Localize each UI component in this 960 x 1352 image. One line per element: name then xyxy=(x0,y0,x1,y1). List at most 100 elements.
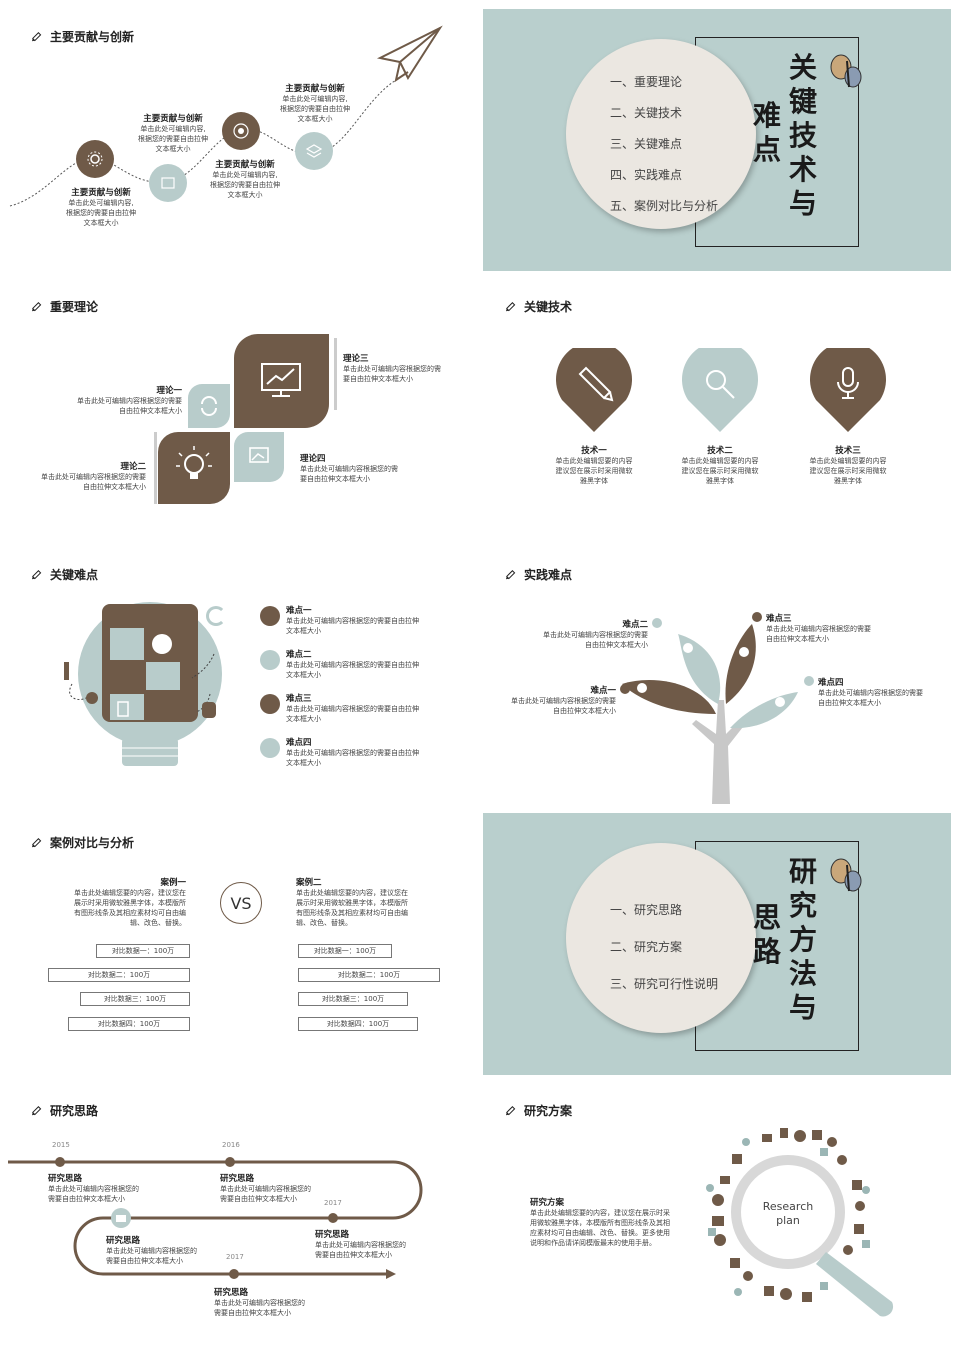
case1-text: 案例一 单击此处编辑您要的内容，建议您在 展示时采用微软雅黑字体，本模版所 有图… xyxy=(74,878,186,927)
chart-icon xyxy=(161,177,175,189)
butterfly-icon xyxy=(830,858,862,892)
slide-title: 关键难点 xyxy=(30,566,98,583)
calligraphy-title-col1: 关键技术与 xyxy=(789,51,818,220)
left-data-2: 对比数据二：100万 xyxy=(48,968,190,982)
vs-badge: VS xyxy=(220,882,262,924)
slide-research-plan: 研究方案 研究方案 单击此处编辑您要的内容，建议您在展示时采 用微软雅黑字体，本… xyxy=(482,1080,952,1346)
slide-section-key-tech: 一、重要理论 二、关键技术 三、关键难点 四、实践难点 五、案例对比与分析 关键… xyxy=(483,9,951,271)
theory-text-2: 理论二 单击此处可编辑内容根据您的需要 自由拉伸文本框大小 xyxy=(41,462,146,491)
left-data-3: 对比数据三：100万 xyxy=(80,992,190,1006)
practice-text-1: 难点一单击此处可编辑内容根据您的需要自由拉伸文本框大小 xyxy=(511,686,616,715)
diff-bullet-2 xyxy=(260,650,280,670)
tile-theory-1 xyxy=(188,384,230,428)
menu-item-3[interactable]: 三、关键难点 xyxy=(610,137,683,151)
point-text-2: 主要贡献与创新 单击此处可编辑内容, 根据您的需要自由拉伸 文本框大小 xyxy=(138,114,208,153)
monitor-chart-icon xyxy=(261,363,301,397)
menu-item-2[interactable]: 二、关键技术 xyxy=(610,106,683,120)
target-icon xyxy=(233,123,249,139)
pen-icon xyxy=(31,569,42,580)
left-data-1: 对比数据一：100万 xyxy=(96,944,190,958)
microphone-icon xyxy=(837,367,859,399)
practice-text-4: 难点四单击此处可编辑内容根据您的需要自由拉伸文本框大小 xyxy=(818,678,923,707)
diff-bullet-1 xyxy=(260,606,280,626)
year-label: 2015 xyxy=(52,1141,70,1149)
point-circle-3 xyxy=(222,112,260,150)
theory-text-1: 理论一 单击此处可编辑内容根据您的需要 自由拉伸文本框大小 xyxy=(77,386,182,415)
refresh-icon xyxy=(201,396,217,416)
slide-title: 研究方案 xyxy=(504,1102,572,1119)
megaphone-icon xyxy=(683,643,693,653)
tech-text-1: 技术一 单击此处编辑您要的内容 建议您在展示时采用微软 雅黑字体 xyxy=(555,446,633,485)
slide-contributions: 主要贡献与创新 主要贡献与创新 单击此处可编辑内容, 根据您的需要自由拉伸 文本… xyxy=(8,6,478,268)
leaf-dot-2 xyxy=(652,618,662,628)
right-data-1: 对比数据一：100万 xyxy=(298,944,392,958)
left-data-4: 对比数据四：100万 xyxy=(68,1017,190,1031)
tech-text-2: 技术二 单击此处编辑您要的内容 建议您在展示时采用微软 雅黑字体 xyxy=(681,446,759,485)
theory-text-3: 理论三 单击此处可编辑内容根据您的需 要自由拉伸文本框大小 xyxy=(343,354,441,383)
case2-text: 案例二 单击此处编辑您要的内容，建议您在 展示时采用微软雅黑字体，本模版所 有图… xyxy=(296,878,408,927)
divider xyxy=(154,432,157,504)
globe-icon xyxy=(152,634,172,654)
menu-circle: 一、研究思路 二、研究方案 三、研究可行性说明 xyxy=(566,843,756,1033)
timeline-path xyxy=(8,1157,423,1279)
calligraphy-title-col1: 研究方法与 xyxy=(789,855,818,1024)
year-label: 2016 xyxy=(222,1141,240,1149)
calligraphy-title-col2: 难点 xyxy=(753,99,782,166)
magnifier-text-line1: Research xyxy=(763,1200,813,1213)
number-5-shape xyxy=(202,702,216,718)
phone-icon xyxy=(117,701,129,717)
diff-text-3: 难点三单击此处可编辑内容根据您的需要自由拉伸文本框大小 xyxy=(286,694,419,723)
menu-item-1[interactable]: 一、研究思路 xyxy=(610,903,683,917)
butterfly-icon xyxy=(830,54,862,88)
slide-practice-difficulties: 实践难点 难点二单击此处可编辑内容根据您的需要自由拉伸文本框大小 难点一单击此处… xyxy=(482,544,952,806)
slide-case-comparison: 案例对比与分析 案例一 单击此处编辑您要的内容，建议您在 展示时采用微软雅黑字体… xyxy=(8,812,478,1074)
puzzle-bulb-illustration xyxy=(69,602,222,766)
menu-item-3[interactable]: 三、研究可行性说明 xyxy=(610,977,719,991)
leaf-dot-1 xyxy=(620,684,630,694)
menu-item-1[interactable]: 一、重要理论 xyxy=(610,75,683,89)
route-text-2: 研究思路单击此处可编辑内容根据您的需要自由拉伸文本框大小 xyxy=(220,1174,311,1203)
route-text-1: 研究思路单击此处可编辑内容根据您的需要自由拉伸文本框大小 xyxy=(48,1174,139,1203)
slide-title: 重要理论 xyxy=(30,298,98,315)
route-text-3: 研究思路单击此处可编辑内容根据您的需要自由拉伸文本框大小 xyxy=(106,1236,197,1265)
slide-section-research: 一、研究思路 二、研究方案 三、研究可行性说明 研究方法与 思路 xyxy=(483,813,951,1075)
leaf-dot-3 xyxy=(752,612,762,622)
slide-title: 研究思路 xyxy=(30,1102,98,1119)
pen-icon xyxy=(31,301,42,312)
user-icon xyxy=(775,697,785,707)
tile-theory-2 xyxy=(158,432,230,504)
slide-theory: 重要理论 理论三 单击此处可编辑内容根据您的需 要自由拉伸文本框大小 理论一 单… xyxy=(8,276,478,538)
route-text-5: 研究思路单击此处可编辑内容根据您的需要自由拉伸文本框大小 xyxy=(214,1288,305,1317)
lightbulb-icon xyxy=(176,446,212,479)
layers-icon xyxy=(305,144,323,158)
practice-text-3: 难点三单击此处可编辑内容根据您的需要自由拉伸文本框大小 xyxy=(766,614,871,643)
calligraphy-title-col2: 思路 xyxy=(753,901,782,968)
slide-title: 案例对比与分析 xyxy=(30,834,134,851)
menu-item-2[interactable]: 二、研究方案 xyxy=(610,940,683,954)
route-text-4: 研究思路单击此处可编辑内容根据您的需要自由拉伸文本框大小 xyxy=(315,1230,406,1259)
magnifier-text-line2: plan xyxy=(776,1214,800,1227)
menu-circle: 一、重要理论 二、关键技术 三、关键难点 四、实践难点 五、案例对比与分析 xyxy=(566,39,756,229)
point-circle-2 xyxy=(149,164,187,202)
leaf-dot-4 xyxy=(804,676,814,686)
pin-tech-3 xyxy=(810,348,886,432)
point-circle-1 xyxy=(76,140,114,178)
lock-icon xyxy=(116,1215,126,1222)
menu-item-5[interactable]: 五、案例对比与分析 xyxy=(610,199,719,213)
right-data-2: 对比数据二：100万 xyxy=(298,968,440,982)
gear-icon xyxy=(87,151,103,167)
year-label: 2017 xyxy=(226,1253,244,1261)
diff-text-4: 难点四单击此处可编辑内容根据您的需要自由拉伸文本框大小 xyxy=(286,738,419,767)
slide-title: 实践难点 xyxy=(504,566,572,583)
diff-bullet-4 xyxy=(260,738,280,758)
tile-theory-4 xyxy=(234,432,284,482)
pie-icon xyxy=(86,692,98,704)
menu-item-4[interactable]: 四、实践难点 xyxy=(610,168,683,182)
tech-text-3: 技术三 单击此处编辑您要的内容 建议您在展示时采用微软 雅黑字体 xyxy=(809,446,887,485)
slide-key-difficulties: 关键难点 难点一单击此处可编辑内容根据您的需要自由拉伸文本框大小 难点二单击此处… xyxy=(8,544,478,806)
diff-text-2: 难点二单击此处可编辑内容根据您的需要自由拉伸文本框大小 xyxy=(286,650,419,679)
point-text-1: 主要贡献与创新 单击此处可编辑内容, 根据您的需要自由拉伸 文本框大小 xyxy=(66,188,136,227)
point-text-3: 主要贡献与创新 单击此处可编辑内容, 根据您的需要自由拉伸 文本框大小 xyxy=(210,160,280,199)
point-text-4: 主要贡献与创新 单击此处可编辑内容, 根据您的需要自由拉伸 文本框大小 xyxy=(280,84,350,123)
camera-icon xyxy=(637,683,647,693)
